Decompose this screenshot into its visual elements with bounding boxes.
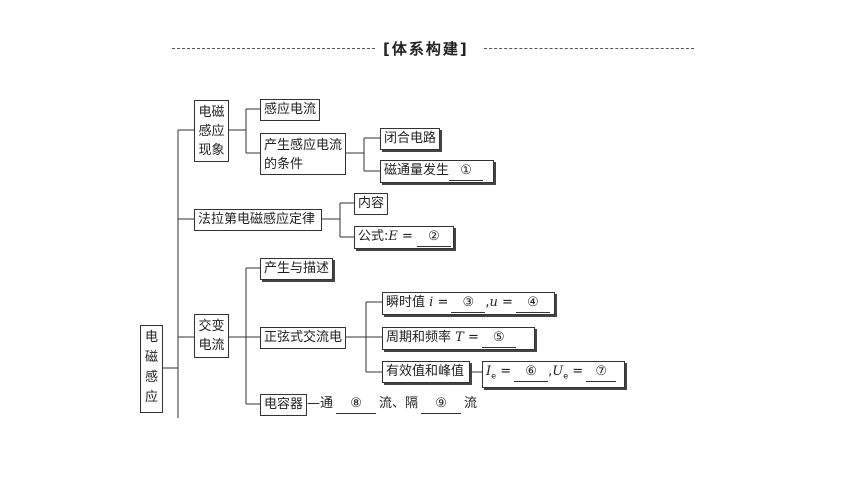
eff-U: U bbox=[552, 364, 564, 379]
header-dash-right bbox=[484, 48, 694, 49]
node-induced-current: 感应电流 bbox=[260, 99, 321, 121]
header-dash-left bbox=[172, 48, 375, 49]
eff-I: I bbox=[486, 364, 492, 379]
formula-var: E bbox=[388, 229, 398, 244]
root-label: 电磁感应 bbox=[144, 330, 158, 405]
node-capacitor: 电容器 bbox=[260, 394, 308, 416]
node-sine-ac: 正弦式交流电 bbox=[260, 327, 346, 349]
eff-sub: e bbox=[491, 371, 497, 381]
header-title: [体系构建] bbox=[383, 40, 469, 58]
node-sine-ac-label: 正弦式交流电 bbox=[264, 330, 343, 345]
node-effective-formula: Ie =⑥,Ue =⑦ bbox=[482, 361, 625, 388]
blank-9: ⑨ bbox=[421, 395, 462, 414]
root-node: 电磁感应 bbox=[140, 325, 163, 413]
blank-8: ⑧ bbox=[336, 395, 377, 414]
node-current-condition: 产生感应电流的条件 bbox=[260, 133, 346, 175]
eff-eq2: = bbox=[568, 364, 584, 379]
period-label: 周期和频率 bbox=[386, 330, 452, 345]
node-faraday-law-label: 法拉第电磁感应定律 bbox=[198, 212, 316, 227]
node-content-label: 内容 bbox=[358, 196, 385, 211]
blank-2: ② bbox=[416, 228, 451, 247]
eff-label: 有效值和峰值 bbox=[386, 364, 465, 379]
cap-end: 流 bbox=[464, 396, 478, 411]
eff-eq: = bbox=[496, 364, 512, 379]
node-alternating-current: 交变电流 bbox=[194, 314, 229, 358]
instant-u: u bbox=[489, 295, 498, 310]
instant-eq: = bbox=[433, 295, 449, 310]
formula-prefix: 公式: bbox=[358, 229, 389, 244]
instant-eq2: = bbox=[497, 295, 513, 310]
instant-label: 瞬时值 bbox=[386, 295, 426, 310]
node-em-induction-phenomenon: 电磁感应现象 bbox=[194, 100, 229, 162]
eff-sep: , bbox=[548, 364, 553, 379]
cap-block: 流、隔 bbox=[379, 396, 419, 411]
blank-7: ⑦ bbox=[586, 363, 617, 382]
node-produce-describe-label: 产生与描述 bbox=[264, 261, 330, 276]
node-instant-value: 瞬时值 i =③,u =④ bbox=[382, 292, 555, 315]
node-alternating-current-label: 交变电流 bbox=[198, 319, 225, 353]
node-period-frequency: 周期和频率 T =⑤ bbox=[382, 327, 535, 350]
node-capacitor-label: 电容器 bbox=[264, 397, 304, 412]
blank-5: ⑤ bbox=[481, 329, 516, 348]
period-T: T bbox=[455, 330, 464, 345]
node-faraday-law: 法拉第电磁感应定律 bbox=[194, 209, 322, 231]
instant-i: i bbox=[429, 295, 434, 310]
formula-eq: = bbox=[397, 229, 413, 244]
node-induced-current-label: 感应电流 bbox=[264, 102, 317, 117]
node-content: 内容 bbox=[354, 193, 389, 215]
blank-6: ⑥ bbox=[514, 363, 549, 382]
node-current-condition-label: 产生感应电流的条件 bbox=[264, 138, 343, 172]
node-formula: 公式:E =② bbox=[354, 226, 454, 249]
instant-sep: , bbox=[485, 295, 490, 310]
eff-sub2: e bbox=[563, 371, 569, 381]
node-closed-circuit-label: 闭合电路 bbox=[384, 131, 437, 146]
node-effective-peak: 有效值和峰值 bbox=[382, 361, 470, 383]
node-flux-change-label: 磁通量发生 bbox=[384, 163, 450, 178]
blank-1: ① bbox=[449, 162, 484, 181]
node-closed-circuit: 闭合电路 bbox=[380, 128, 441, 150]
blank-4: ④ bbox=[515, 294, 550, 313]
period-eq: = bbox=[463, 330, 479, 345]
node-em-induction-phenomenon-label: 电磁感应现象 bbox=[198, 105, 225, 158]
node-produce-describe: 产生与描述 bbox=[260, 258, 334, 280]
blank-3: ③ bbox=[451, 294, 486, 313]
cap-pass: —通 bbox=[307, 396, 334, 411]
